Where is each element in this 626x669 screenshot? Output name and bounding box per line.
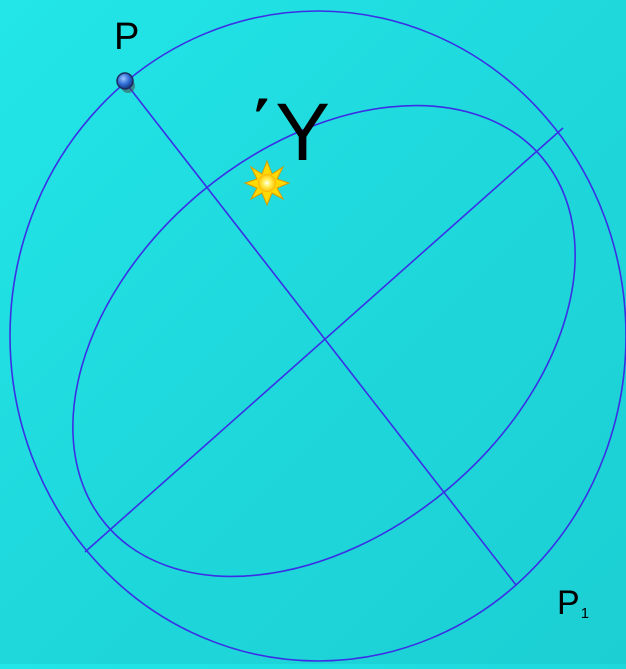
vernal-equinox-label: ΄Υ xyxy=(248,87,330,178)
blue-sphere-icon xyxy=(116,72,135,93)
pole-label-p1-main: P xyxy=(557,584,580,622)
pole-label-p: P xyxy=(114,16,140,58)
polar-axis-line xyxy=(124,81,517,586)
sun-icon xyxy=(243,159,291,207)
celestial-sphere-circle xyxy=(9,10,626,662)
equator-diameter-line xyxy=(84,127,564,553)
pole-label-p1-subscript: 1 xyxy=(580,605,590,622)
equator-ellipse xyxy=(72,104,576,578)
pole-label-p1: P1 xyxy=(557,584,590,622)
